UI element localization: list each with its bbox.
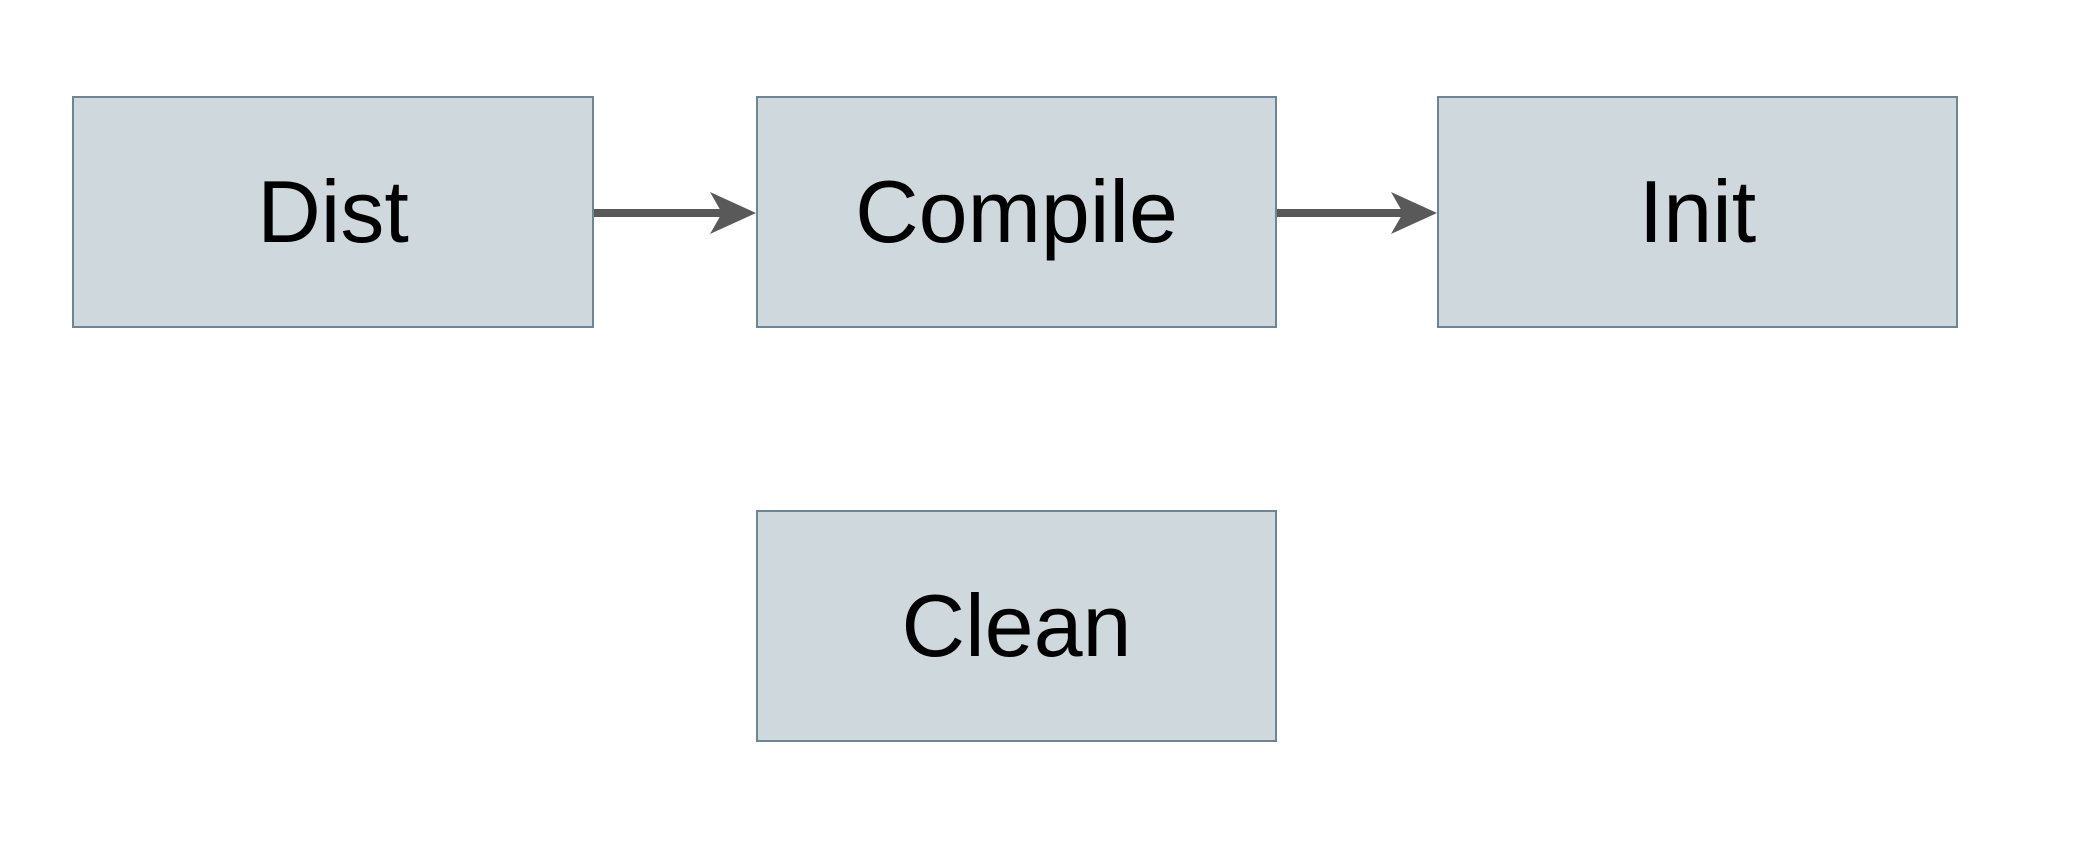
node-clean-label: Clean [901, 576, 1132, 675]
node-compile-label: Compile [855, 162, 1178, 261]
node-dist: Dist [72, 96, 594, 328]
node-init-label: Init [1638, 162, 1757, 261]
arrow-dist-to-compile-icon [594, 192, 756, 234]
node-init: Init [1437, 96, 1958, 328]
node-dist-label: Dist [257, 162, 409, 261]
node-compile: Compile [756, 96, 1277, 328]
arrow-compile-to-init-icon [1277, 192, 1437, 234]
node-clean: Clean [756, 510, 1277, 742]
